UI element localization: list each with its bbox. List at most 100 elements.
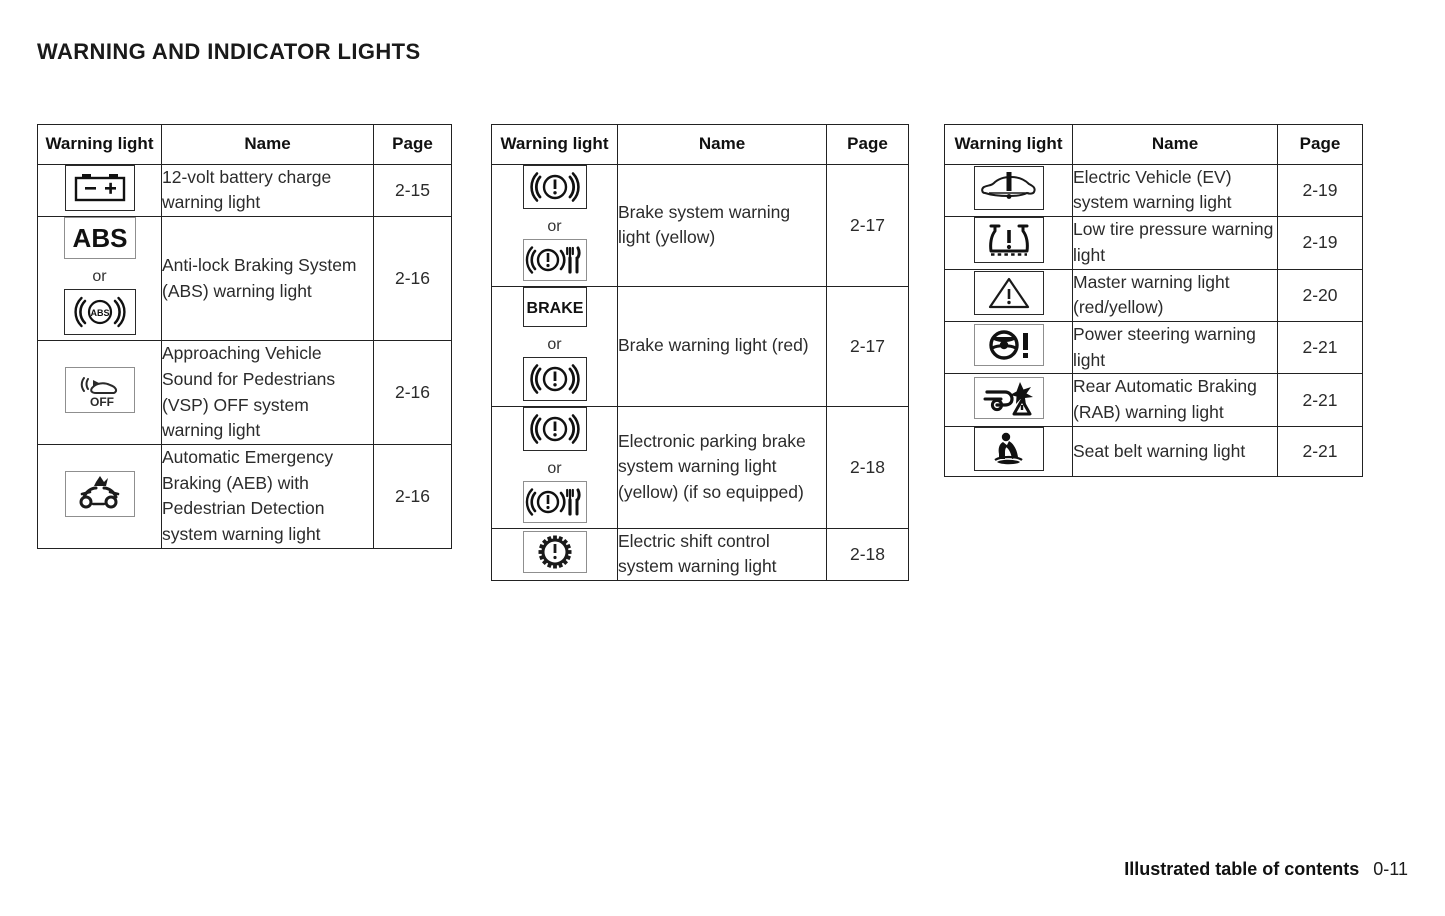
power-steering-icon xyxy=(973,324,1044,367)
ev-system-car-icon xyxy=(973,165,1044,210)
brake-circle-icon xyxy=(522,356,587,401)
header-warning-light: Warning light xyxy=(491,124,618,165)
header-warning-light: Warning light xyxy=(944,124,1073,165)
warning-light-page: 2-18 xyxy=(826,405,909,529)
warning-light-page: 2-21 xyxy=(1277,373,1363,427)
table-row: or xyxy=(491,405,909,529)
warning-light-page: 2-16 xyxy=(373,444,452,549)
warning-light-name: Power steering warning light xyxy=(1072,321,1278,375)
table-row: Power steering warning light 2-21 xyxy=(944,321,1363,375)
brake-circle-wrench-icon xyxy=(522,480,587,523)
brake-circle-icon xyxy=(522,164,587,209)
abs-circle-icon: ABS xyxy=(63,289,136,336)
or-label: or xyxy=(547,217,562,235)
warning-light-page: 2-15 xyxy=(373,163,452,218)
warning-light-icon-cell: or xyxy=(491,405,618,529)
svg-text:BRAKE: BRAKE xyxy=(526,300,583,317)
warning-light-icon-cell: OFF xyxy=(37,340,162,446)
table-row: ABS or ABS A xyxy=(37,216,452,342)
table-header-row: Warning light Name Page xyxy=(37,124,452,165)
or-label: or xyxy=(547,459,562,477)
warning-light-icon-cell xyxy=(944,216,1073,270)
header-name: Name xyxy=(617,124,827,165)
vsp-off-icon: OFF xyxy=(64,367,135,414)
warning-light-icon-cell xyxy=(37,163,162,218)
brake-circle-icon xyxy=(522,406,587,451)
warning-light-icon-cell: or xyxy=(491,163,618,287)
table-row: Rear Automatic Braking (RAB) warning lig… xyxy=(944,373,1363,427)
warning-light-name: Low tire pressure warning light xyxy=(1072,216,1278,270)
warning-light-name: Electric Vehicle (EV) system warning lig… xyxy=(1072,163,1278,218)
warning-light-icon-cell: ABS or ABS xyxy=(37,216,162,342)
or-label: or xyxy=(547,335,562,353)
header-page: Page xyxy=(373,124,452,165)
table-row: OFF Approaching Vehicle Sound for Pedest… xyxy=(37,340,452,446)
header-warning-light: Warning light xyxy=(37,124,162,165)
seat-belt-icon xyxy=(973,426,1044,471)
warning-lights-table-1: Warning light Name Page xyxy=(37,124,452,549)
warning-light-name: Anti-lock Braking System (ABS) warning l… xyxy=(161,216,374,342)
table-row: Automatic Emergency Braking (AEB) with P… xyxy=(37,444,452,549)
table-row: Low tire pressure warning light 2-19 xyxy=(944,216,1363,270)
table-header-row: Warning light Name Page xyxy=(491,124,909,165)
table-row: Seat belt warning light 2-21 xyxy=(944,425,1363,477)
warning-light-page: 2-17 xyxy=(826,163,909,287)
header-name: Name xyxy=(1072,124,1278,165)
table-row: or xyxy=(491,163,909,287)
table-row: Electric shift control system warning li… xyxy=(491,527,909,582)
warning-light-page: 2-19 xyxy=(1277,216,1363,270)
warning-lights-table-3: Warning light Name Page xyxy=(944,124,1363,477)
warning-light-icon-cell xyxy=(944,268,1073,323)
warning-light-icon-cell xyxy=(37,444,162,549)
brake-text-icon: BRAKE xyxy=(522,286,587,327)
warning-light-page: 2-17 xyxy=(826,285,909,407)
warning-light-icon-cell xyxy=(944,163,1073,218)
svg-text:ABS: ABS xyxy=(90,308,109,318)
svg-text:ABS: ABS xyxy=(72,223,127,253)
master-warning-triangle-icon xyxy=(973,270,1044,315)
warning-lights-table-2: Warning light Name Page xyxy=(491,124,909,582)
warning-light-name: Rear Automatic Braking (RAB) warning lig… xyxy=(1072,373,1278,427)
warning-light-name: Master warning light (red/yellow) xyxy=(1072,268,1278,323)
warning-light-page: 2-20 xyxy=(1277,268,1363,323)
warning-light-name: Automatic Emergency Braking (AEB) with P… xyxy=(161,444,374,549)
warning-light-name: 12-volt battery charge warning light xyxy=(161,163,374,218)
warning-light-name: Seat belt warning light xyxy=(1072,425,1278,477)
warning-light-icon-cell xyxy=(491,527,618,582)
page-footer: Illustrated table of contents 0-11 xyxy=(1124,859,1408,880)
header-page: Page xyxy=(1277,124,1363,165)
electric-shift-gear-icon xyxy=(522,530,587,573)
table-row: Electric Vehicle (EV) system warning lig… xyxy=(944,163,1363,218)
warning-light-page: 2-18 xyxy=(826,527,909,582)
warning-light-name: Brake warning light (red) xyxy=(617,285,827,407)
warning-light-name: Electronic parking brake system warning … xyxy=(617,405,827,529)
page-title: WARNING AND INDICATOR LIGHTS xyxy=(37,39,421,64)
warning-light-icon-cell xyxy=(944,425,1073,477)
brake-circle-wrench-icon xyxy=(522,238,587,281)
table-row: BRAKE or xyxy=(491,285,909,407)
footer-label: Illustrated table of contents xyxy=(1124,859,1360,879)
warning-light-name: Brake system warning light (yellow) xyxy=(617,163,827,287)
low-tire-pressure-icon xyxy=(973,217,1044,264)
svg-text:OFF: OFF xyxy=(90,395,114,409)
warning-light-page: 2-21 xyxy=(1277,321,1363,375)
warning-light-page: 2-16 xyxy=(373,216,452,342)
table-row: Master warning light (red/yellow) 2-20 xyxy=(944,268,1363,323)
rear-automatic-braking-icon xyxy=(973,376,1044,419)
warning-light-name: Approaching Vehicle Sound for Pedestrian… xyxy=(161,340,374,446)
battery-12v-icon xyxy=(64,164,135,211)
table-header-row: Warning light Name Page xyxy=(944,124,1363,165)
aeb-pedestrian-icon xyxy=(64,470,135,517)
table-row: 12-volt battery charge warning light 2-1… xyxy=(37,163,452,218)
warning-light-page: 2-21 xyxy=(1277,425,1363,477)
or-label: or xyxy=(92,268,107,286)
warning-light-icon-cell xyxy=(944,373,1073,427)
warning-light-icon-cell: BRAKE or xyxy=(491,285,618,407)
warning-light-icon-cell xyxy=(944,321,1073,375)
warning-light-name: Electric shift control system warning li… xyxy=(617,527,827,582)
header-name: Name xyxy=(161,124,374,165)
warning-light-page: 2-16 xyxy=(373,340,452,446)
header-page: Page xyxy=(826,124,909,165)
warning-light-page: 2-19 xyxy=(1277,163,1363,218)
footer-page-number: 0-11 xyxy=(1373,859,1408,879)
